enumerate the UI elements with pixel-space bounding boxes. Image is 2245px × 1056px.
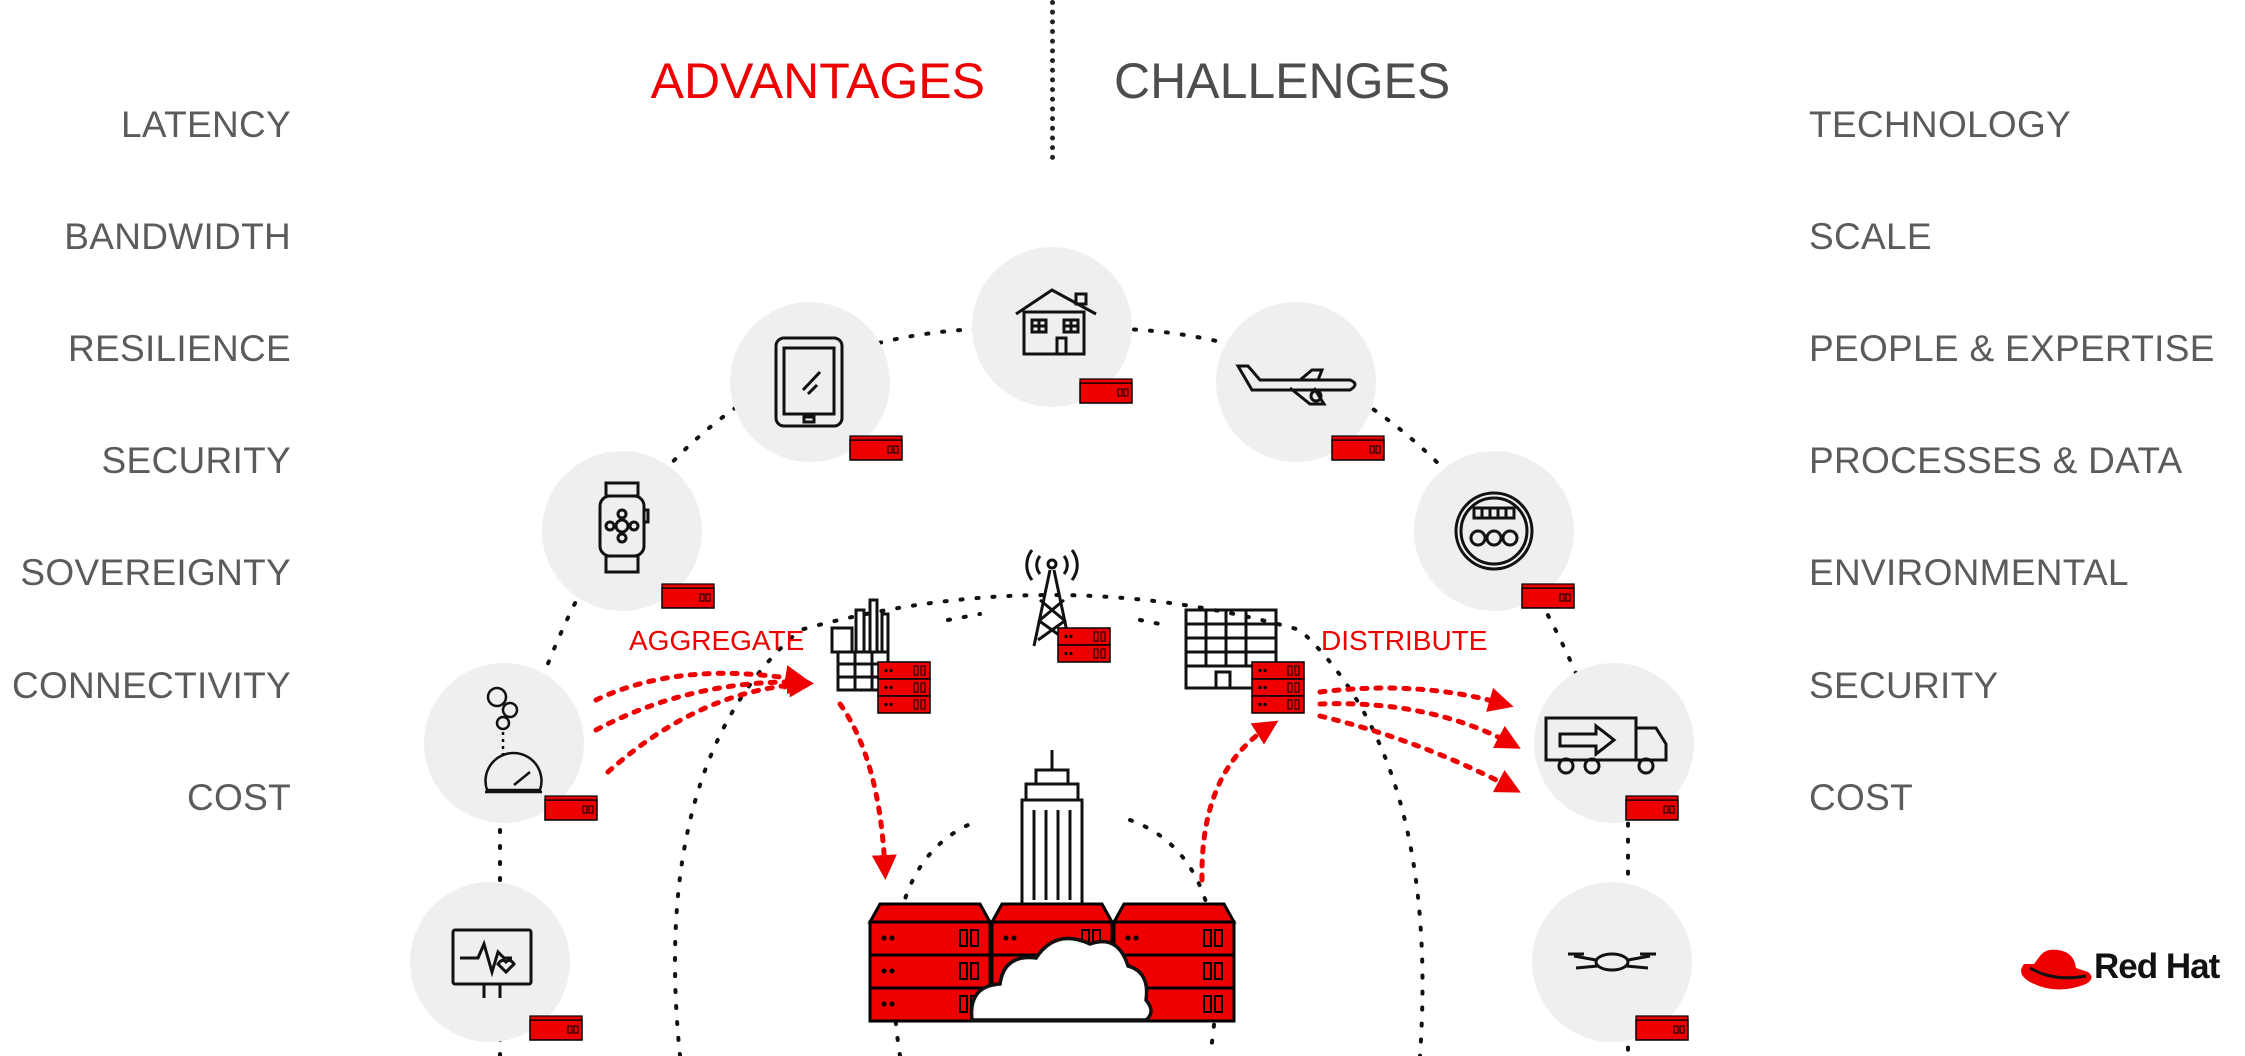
gauge-icon <box>484 686 543 794</box>
tablet-icon <box>774 336 844 428</box>
device-tablet <box>730 302 903 462</box>
challenge-people-expertise: PEOPLE & EXPERTISE <box>1809 328 2215 369</box>
drone-icon <box>1568 952 1656 972</box>
advantage-security: SECURITY <box>101 440 291 481</box>
device-house <box>972 247 1133 407</box>
redhat-fedora-icon <box>2021 949 2092 990</box>
skyscraper-icon <box>1020 750 1084 908</box>
office-rack <box>1251 661 1305 714</box>
core-datacenter <box>868 750 1236 1023</box>
redhat-logo <box>2021 949 2092 990</box>
advantage-resilience: RESILIENCE <box>67 328 291 369</box>
challenge-security: SECURITY <box>1809 665 1999 706</box>
smartwatch-icon <box>598 481 650 574</box>
device-gauge <box>424 663 598 823</box>
distribute-arrows <box>1199 685 1521 883</box>
challenge-cost: COST <box>1809 777 1913 818</box>
device-drone <box>1532 882 1692 1042</box>
brand-name: Red Hat <box>2094 947 2220 986</box>
aggregate-label: AGGREGATE <box>629 625 805 656</box>
hub-factory <box>830 598 931 714</box>
device-meter <box>1414 451 1575 611</box>
airplane-icon <box>1235 364 1357 406</box>
challenge-processes-data: PROCESSES & DATA <box>1809 440 2183 481</box>
aggregate-arrows <box>593 665 897 880</box>
advantage-cost: COST <box>187 777 291 818</box>
device-monitor <box>410 882 583 1042</box>
factory-rack <box>877 661 931 714</box>
challenges-heading: CHALLENGES <box>1114 53 1451 109</box>
hub-tower <box>1025 549 1111 663</box>
advantage-bandwidth: BANDWIDTH <box>64 216 291 257</box>
challenge-environmental: ENVIRONMENTAL <box>1809 552 2129 593</box>
device-airplane <box>1216 302 1385 462</box>
advantage-connectivity: CONNECTIVITY <box>11 665 291 706</box>
tower-rack <box>1057 627 1111 663</box>
device-smartwatch <box>542 451 715 611</box>
advantage-sovereignty: SOVEREIGNTY <box>20 552 291 593</box>
device-truck <box>1534 663 1694 823</box>
heading-divider <box>1050 0 1055 160</box>
meter-icon <box>1454 491 1534 571</box>
distribute-label: DISTRIBUTE <box>1321 625 1488 656</box>
house-icon <box>1015 288 1097 356</box>
office-building-icon <box>1184 608 1278 690</box>
challenge-technology: TECHNOLOGY <box>1809 104 2072 145</box>
monitor-icon <box>451 928 533 998</box>
challenge-scale: SCALE <box>1809 216 1932 257</box>
truck-icon <box>1544 716 1668 775</box>
middle-connection-arc <box>673 593 1425 1056</box>
advantages-heading: ADVANTAGES <box>650 53 985 109</box>
advantage-latency: LATENCY <box>120 104 291 145</box>
hub-office <box>1184 608 1305 714</box>
cloud-icon <box>969 936 1153 1022</box>
